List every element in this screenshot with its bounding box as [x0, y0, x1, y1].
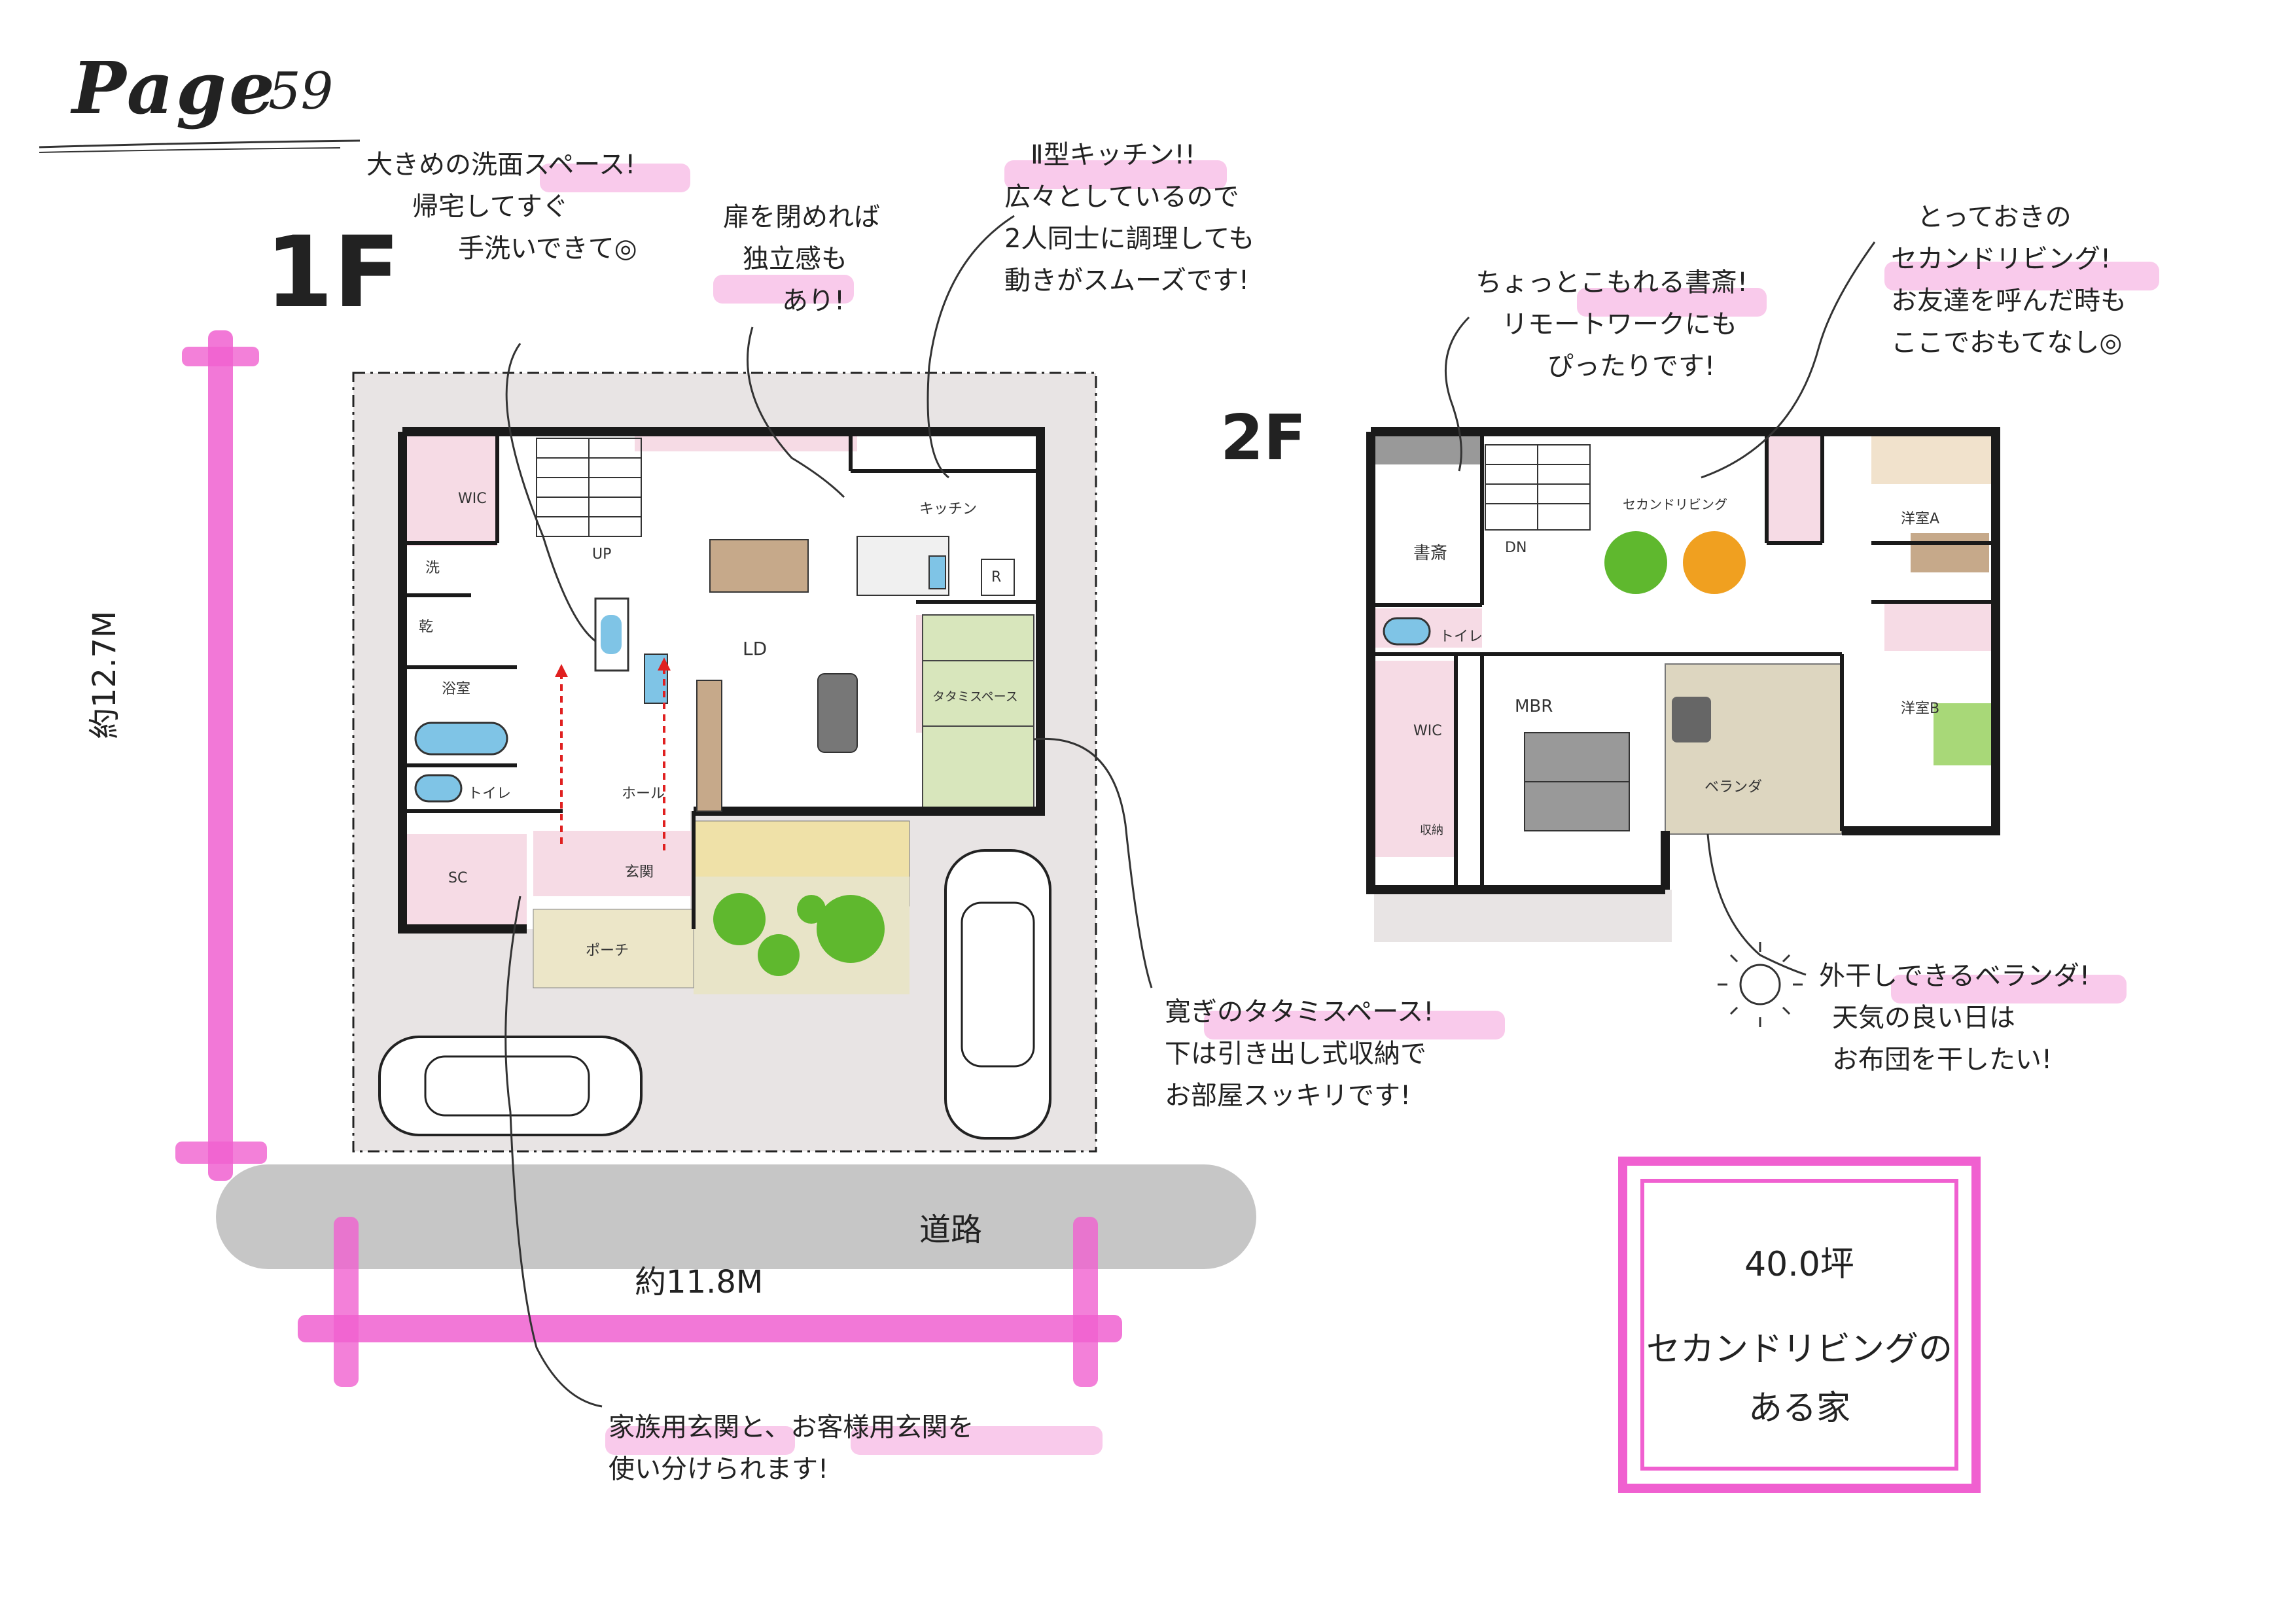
room-1f-fridge: R [991, 569, 1002, 585]
note-second-living-line4: ここでおもてなし◎ [1891, 328, 2123, 358]
room-2f-western-b: 洋室B [1901, 701, 1940, 717]
walls-1f [398, 427, 1045, 934]
room-1f-wash: 洗 [425, 560, 440, 576]
stairs-2f [1485, 444, 1591, 531]
toilet-1f [414, 774, 463, 803]
note-kitchen-line1: Ⅱ型キッチン!! [1031, 140, 1195, 170]
note-veranda-line3: お布団を干したい! [1832, 1045, 2053, 1075]
car-right [944, 849, 1051, 1140]
room-1f-sc: SC [448, 870, 468, 886]
dim-bar-horizontal [298, 1315, 1122, 1342]
floor2-label: 2F [1220, 402, 1306, 474]
note-washroom-line2: 帰宅してすぐ [412, 192, 569, 222]
note-kitchen-line4: 動きがスムーズです! [1004, 266, 1250, 296]
note-study-line3: ぴったりです! [1547, 351, 1716, 381]
note-study-line2: リモートワークにも [1502, 309, 1737, 340]
cushion-green [1604, 531, 1667, 594]
bathtub [414, 722, 508, 756]
note-second-living-line1: とっておきの [1917, 202, 2072, 232]
page-number: 59 [268, 62, 334, 121]
dim-bar-vertical [208, 330, 233, 1181]
note-veranda: 外干しできるベランダ! 天気の良い日は お布団を干したい! [1819, 955, 2090, 1081]
note-tatami-line1: 寛ぎのタタミスペース! [1165, 997, 1434, 1027]
room-2f-study: 書斎 [1413, 544, 1448, 563]
note-second-living-line3: お友達を呼んだ時も [1891, 286, 2127, 316]
room-2f-dn: DN [1505, 540, 1527, 556]
room-1f-ld: LD [743, 638, 768, 659]
note-kitchen-line2: 広々としているので [1004, 182, 1239, 212]
car-left [378, 1036, 643, 1136]
veranda [1665, 663, 1843, 835]
road-label: 道路 [919, 1212, 983, 1248]
room-1f-kitchen: キッチン [919, 501, 978, 517]
toilet-2f [1383, 617, 1431, 646]
room-1f-bath: 浴室 [442, 681, 471, 697]
room-2f-toilet: トイレ [1439, 629, 1483, 645]
note-study: ちょっとこもれる書斎! リモートワークにも ぴったりです! [1475, 262, 1748, 387]
note-door-line1: 扉を閉めれば [723, 202, 880, 232]
room-1f-wic: WIC [458, 491, 487, 507]
note-second-living-line2: セカンドリビング! [1891, 244, 2111, 274]
note-study-line1: ちょっとこもれる書斎! [1475, 268, 1748, 298]
room-1f-toilet: トイレ [468, 786, 512, 802]
summary-line2: ある家 [1748, 1389, 1850, 1428]
dining-table [709, 539, 809, 593]
room-2f-wic: WIC [1413, 723, 1442, 739]
walls-2f [1366, 427, 2000, 894]
note-door: 扉を閉めれば 独立感も あり! [723, 196, 880, 322]
cushion-orange [1683, 531, 1746, 594]
summary-line1: セカンドリビングの [1646, 1330, 1952, 1369]
room-2f-mbr: MBR [1515, 697, 1553, 716]
note-veranda-line2: 天気の良い日は [1832, 1003, 2015, 1033]
summary-box-inner [1640, 1179, 1958, 1471]
note-second-living: とっておきの セカンドリビング! お友達を呼んだ時も ここでおもてなし◎ [1891, 196, 2127, 364]
room-2f-second-living: セカンドリビング [1623, 497, 1727, 512]
porch-steps [533, 909, 694, 988]
room-1f-up: UP [592, 546, 612, 563]
note-kitchen: Ⅱ型キッチン!! 広々としているので 2人同士に調理しても 動きがスムーズです! [1004, 134, 1254, 302]
room-1f-hall: ホール [622, 786, 665, 802]
note-entrance-line2: 使い分けられます! [609, 1454, 829, 1484]
note-veranda-line1: 外干しできるベランダ! [1819, 961, 2091, 991]
room-1f-dry: 乾 [419, 619, 434, 635]
note-washroom-line3: 手洗いできて◎ [458, 234, 637, 264]
note-tatami-line3: お部屋スッキリです! [1165, 1081, 1411, 1111]
room-1f-tatami: タタミスペース [932, 689, 1018, 704]
room-2f-veranda: ベランダ [1704, 779, 1763, 795]
room-2f-western-a: 洋室A [1901, 511, 1940, 527]
sun-icon [1718, 942, 1803, 1027]
page-title: Page [72, 46, 277, 130]
depth-dimension: 約12.7M [86, 610, 123, 739]
note-kitchen-line3: 2人同士に調理しても [1004, 224, 1255, 254]
floor1-label: 1F [265, 216, 400, 330]
entry-flow-arrows [560, 667, 665, 850]
title-underline [39, 139, 361, 148]
note-washroom: 大きめの洗面スペース! 帰宅してすぐ 手洗いできて◎ [366, 144, 733, 270]
summary-area: 40.0坪 [1744, 1245, 1854, 1284]
room-1f-porch: ポーチ [586, 943, 629, 959]
sofa [817, 673, 858, 753]
summary-box-outer [1618, 1157, 1981, 1493]
note-door-line3: あり! [782, 286, 845, 316]
note-entrance: 家族用玄関と、お客様用玄関を 使い分けられます! [609, 1406, 974, 1490]
stairs-1f [536, 438, 642, 537]
road [216, 1164, 1256, 1269]
room-1f-entrance: 玄関 [625, 864, 654, 881]
note-tatami: 寛ぎのタタミスペース! 下は引き出し式収納で お部屋スッキリです! [1165, 991, 1434, 1117]
room-2f-closet: 収納 [1420, 824, 1443, 837]
width-dimension: 約11.8M [635, 1264, 764, 1300]
tatami-space [922, 614, 1034, 812]
note-entrance-line1: 家族用玄関と、お客様用玄関を [609, 1412, 974, 1442]
note-washroom-line1: 大きめの洗面スペース! [366, 150, 636, 180]
note-tatami-line2: 下は引き出し式収納で [1165, 1039, 1426, 1069]
note-door-line2: 独立感も [743, 244, 847, 274]
